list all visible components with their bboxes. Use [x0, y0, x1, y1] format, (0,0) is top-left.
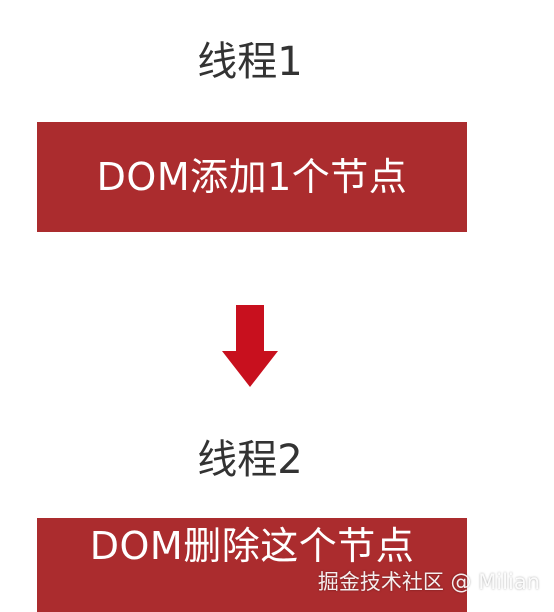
thread-1-label: 线程1	[197, 39, 303, 85]
arrow-down-icon	[222, 305, 278, 387]
action-2-text: DOM删除这个节点	[89, 524, 415, 568]
thread-2-label: 线程2	[197, 437, 303, 483]
action-2-box: DOM删除这个节点	[37, 518, 467, 612]
action-1-box: DOM添加1个节点	[37, 122, 467, 232]
action-1-text: DOM添加1个节点	[96, 155, 408, 199]
watermark: 掘金技术社区 @ Milian	[317, 570, 540, 594]
